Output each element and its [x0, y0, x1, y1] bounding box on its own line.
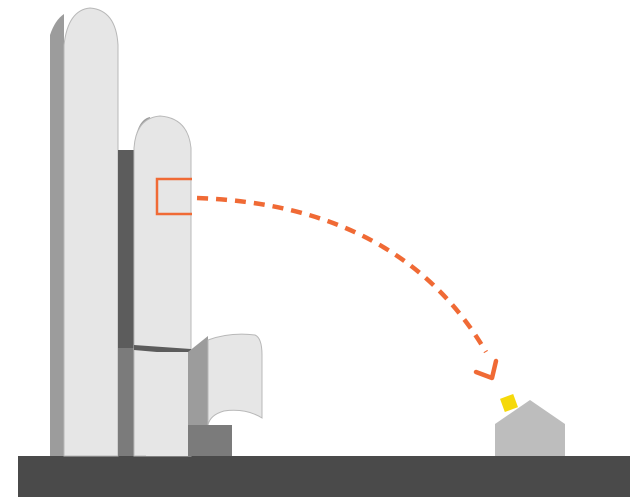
- low-block-base: [188, 425, 232, 456]
- tall-tower-front: [64, 8, 118, 456]
- mid-tower: [134, 116, 191, 456]
- tall-tower: [50, 8, 118, 456]
- tall-tower-side: [50, 14, 64, 456]
- mid-tower-base: [146, 352, 191, 456]
- ground: [18, 456, 630, 497]
